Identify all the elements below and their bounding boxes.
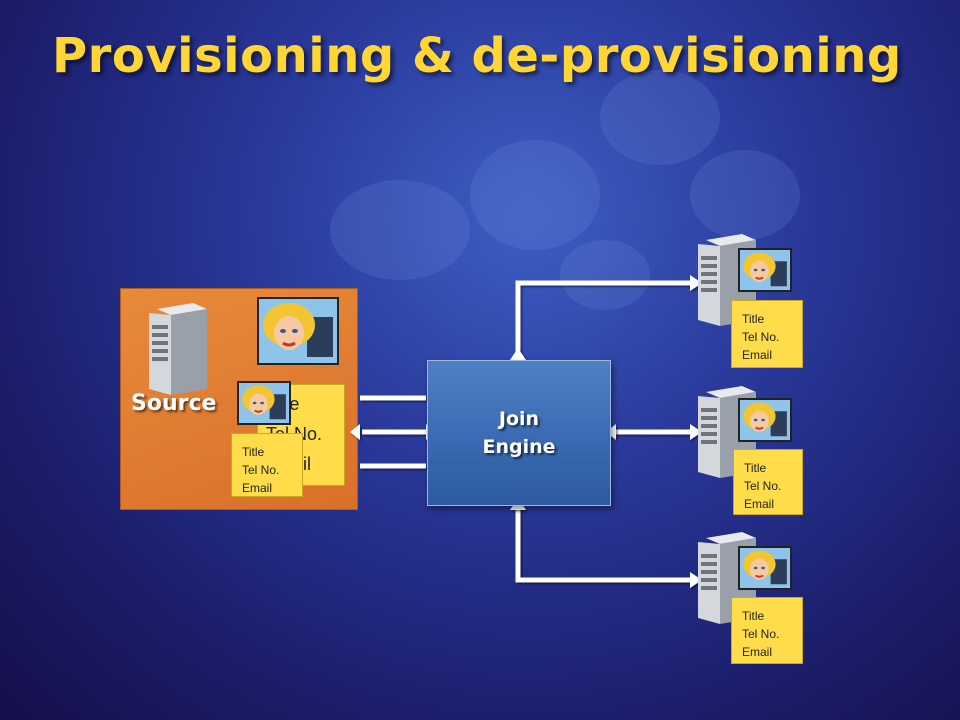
card-line-email: Email [742,348,773,362]
background-bubble [600,70,720,165]
user-avatar-icon [738,398,792,442]
arrow-join-to-top-target [515,280,692,358]
card-line-tel: Tel No. [742,627,780,641]
card-line-email: Email [742,645,773,659]
card-line-tel: Tel No. [744,479,782,493]
arrowhead [690,572,702,588]
server-icon [149,303,207,395]
card-line-tel: Tel No. [742,330,780,344]
arrowhead [510,348,526,360]
source-label: Source [131,391,217,416]
user-avatar-icon [738,248,792,292]
background-bubble [470,140,600,250]
card-line-title: Title [744,461,767,475]
user-record-card: Title Tel No. Email [231,433,303,497]
card-line-title: Title [242,445,265,459]
card-line-title: Title [742,312,765,326]
join-engine-label-line2: Engine [482,436,556,458]
user-avatar-icon [237,381,291,425]
source-panel: Source Title Tel No. Email Title Tel No.… [120,288,358,510]
target-record-card: Title Tel No. Email [731,300,803,368]
arrowhead [690,424,702,440]
card-line-title: Title [742,609,765,623]
background-bubble [560,240,650,310]
arrowhead [606,424,616,440]
user-avatar-icon [257,297,339,365]
background-bubble [690,150,800,240]
user-avatar-icon [738,546,792,590]
arrow-join-to-bottom-target [515,508,692,583]
slide-title: Provisioning & de-provisioning [52,28,902,84]
target-record-card: Title Tel No. Email [731,597,803,664]
card-line-tel: Tel No. [242,463,280,477]
join-engine-label-line1: Join [498,408,540,430]
target-record-card: Title Tel No. Email [733,449,803,515]
card-line-email: Email [744,497,775,511]
join-engine-box: Join Engine [427,360,611,506]
arrowhead [350,424,360,440]
arrowhead [690,275,702,291]
card-line-email: Email [242,481,273,495]
background-bubble [330,180,470,280]
